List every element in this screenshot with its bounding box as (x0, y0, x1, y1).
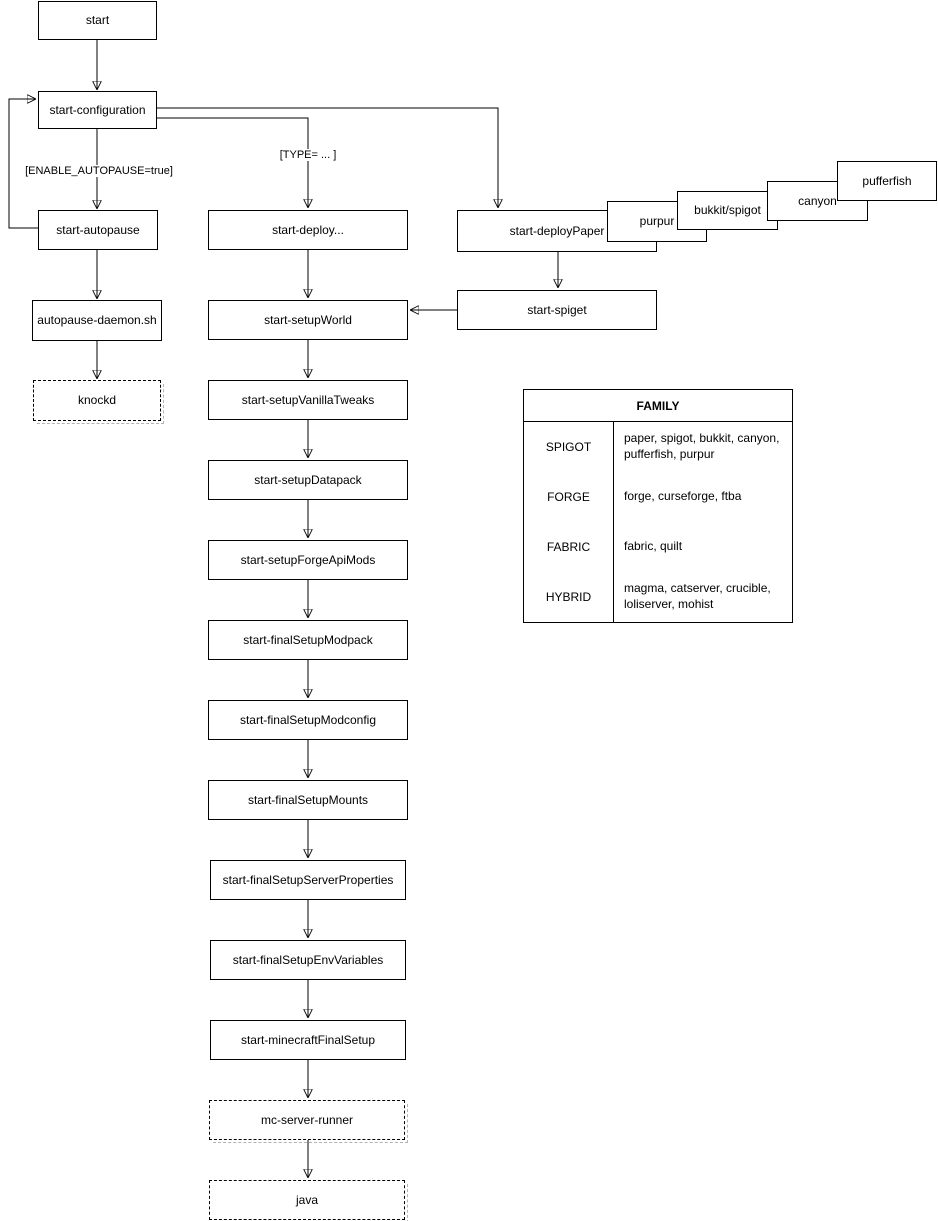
members-cell-forge: forge, curseforge, ftba (624, 489, 742, 504)
members-cell-hybrid: magma, catserver, crucible, loliserver, … (624, 581, 771, 611)
family-cell-forge: FORGE (524, 472, 614, 522)
node-start: start (38, 1, 157, 40)
edge-configuration-to-deploy (157, 117, 308, 207)
node-start-setupdatapack: start-setupDatapack (208, 460, 408, 500)
edge-label-enable-autopause: [ENABLE_AUTOPAUSE=true] (22, 165, 176, 177)
node-start-configuration: start-configuration (38, 91, 157, 129)
node-start-finalsetupenvvariables: start-finalSetupEnvVariables (210, 940, 406, 980)
node-start-setupvanillatweaks: start-setupVanillaTweaks (208, 380, 408, 420)
family-table-title: FAMILY (524, 390, 792, 422)
node-autopause-daemon: autopause-daemon.sh (32, 300, 162, 341)
node-start-setupforgeapimods: start-setupForgeApiMods (208, 540, 408, 580)
node-start-finalsetupmodpack: start-finalSetupModpack (208, 620, 408, 660)
family-table: FAMILY SPIGOT paper, spigot, bukkit, can… (523, 389, 793, 623)
node-start-spiget: start-spiget (457, 290, 657, 330)
node-java: java (209, 1180, 408, 1221)
node-bukkit-spigot: bukkit/spigot (677, 191, 778, 230)
node-knockd: knockd (33, 380, 164, 424)
family-cell-fabric: FABRIC (524, 522, 614, 572)
node-start-setupworld: start-setupWorld (208, 300, 408, 340)
family-cell-hybrid: HYBRID (524, 572, 614, 622)
node-start-minecraftfinalsetup: start-minecraftFinalSetup (210, 1020, 406, 1060)
node-mc-server-runner: mc-server-runner (209, 1100, 408, 1143)
members-cell-fabric: fabric, quilt (624, 539, 683, 554)
node-start-finalsetupmounts: start-finalSetupMounts (208, 780, 408, 820)
node-start-finalsetupmodconfig: start-finalSetupModconfig (208, 700, 408, 740)
node-canyon: canyon (767, 181, 868, 221)
family-table-body: SPIGOT paper, spigot, bukkit, canyon, pu… (524, 422, 792, 622)
node-start-deploy: start-deploy... (208, 210, 408, 250)
family-cell-spigot: SPIGOT (524, 422, 614, 472)
node-start-autopause: start-autopause (38, 210, 158, 250)
members-cell-spigot: paper, spigot, bukkit, canyon, pufferfis… (624, 431, 780, 461)
edge-autopause-loop-to-configuration (8, 99, 38, 229)
node-start-finalsetupserverproperties: start-finalSetupServerProperties (210, 860, 406, 900)
edge-configuration-to-deploypaper (157, 107, 498, 207)
node-pufferfish: pufferfish (837, 161, 937, 201)
edge-label-type: [TYPE= ... ] (276, 149, 340, 161)
